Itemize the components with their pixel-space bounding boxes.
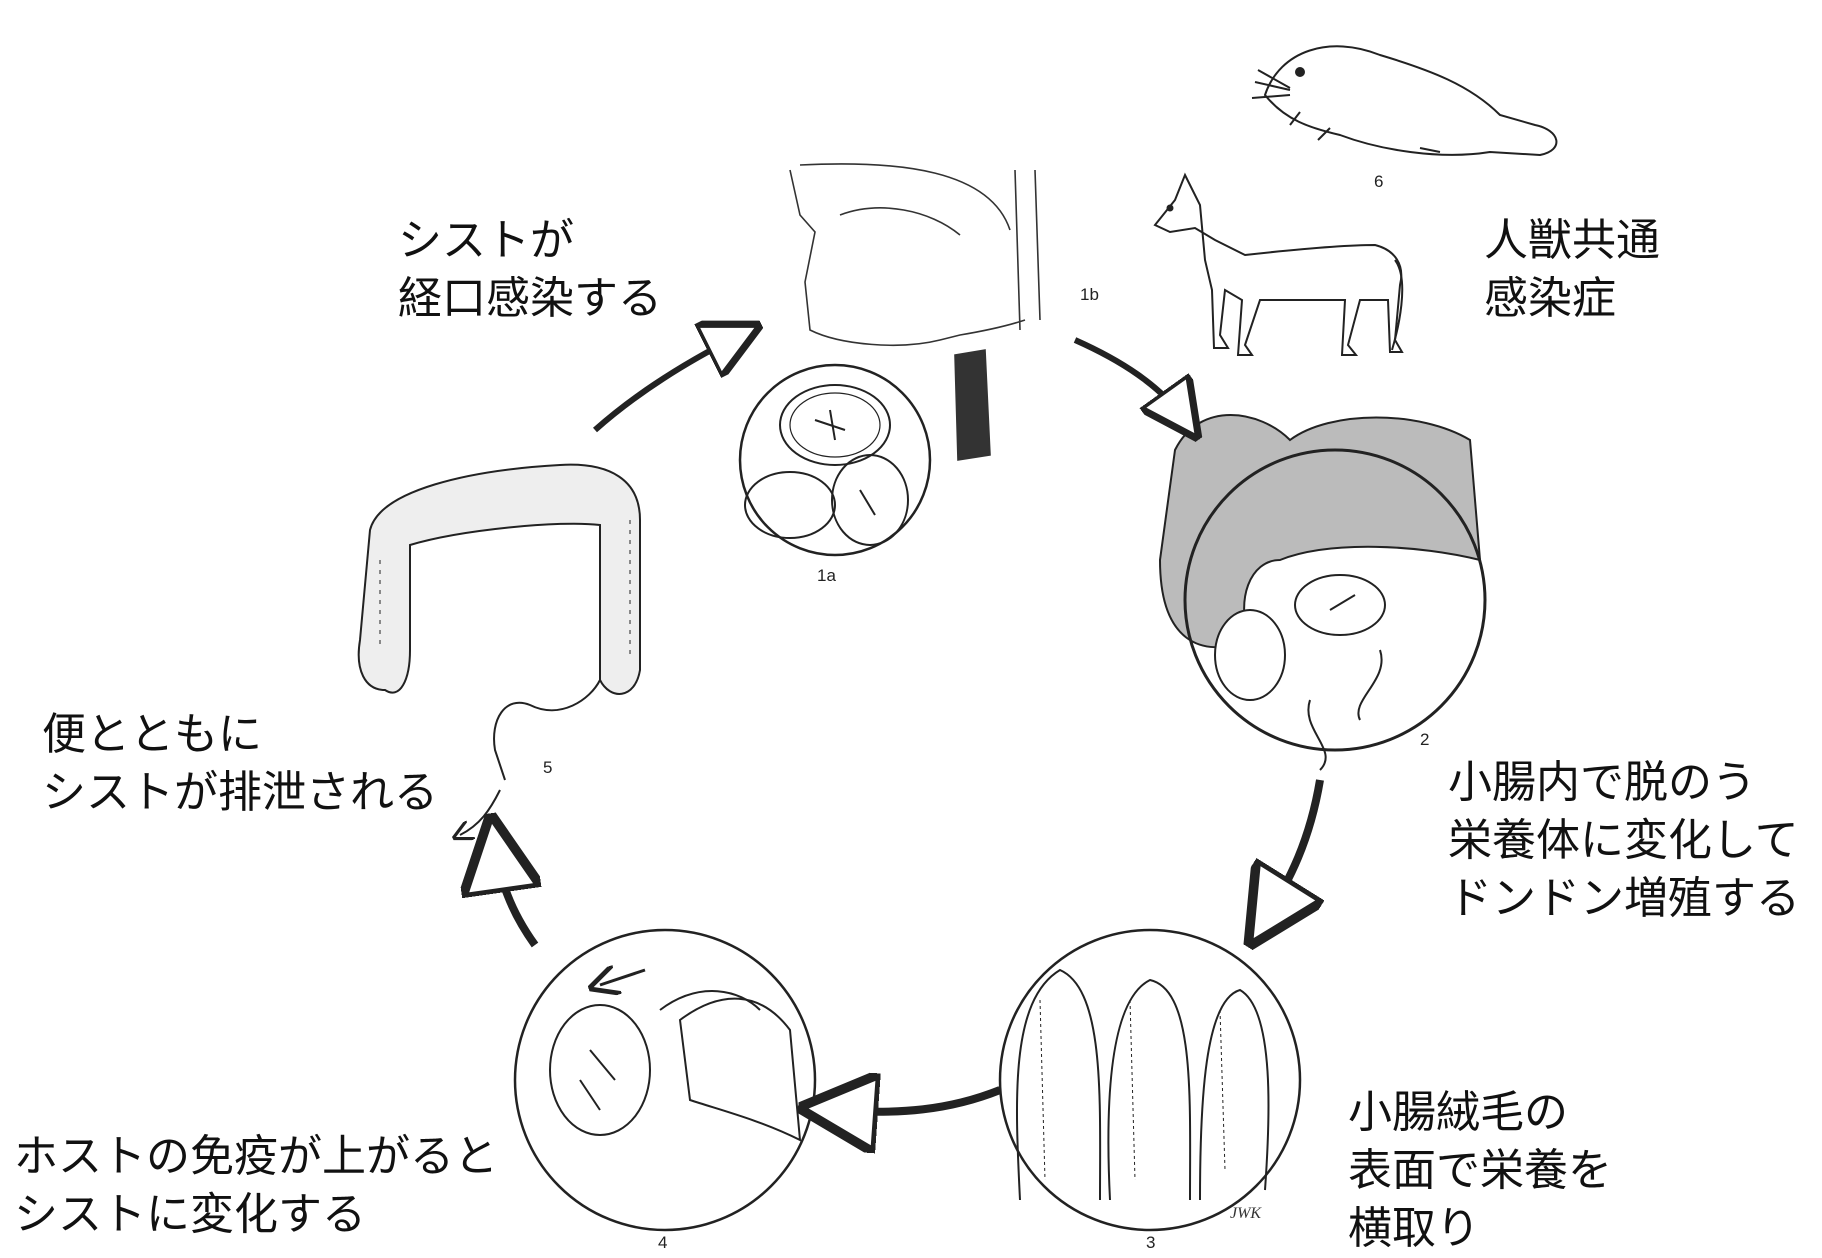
villi-inset-3 — [998, 928, 1302, 1232]
arrow-4-to-5 — [495, 845, 535, 948]
stage-number-1b: 1b — [1080, 285, 1099, 304]
stage-number-2: 2 — [1420, 730, 1430, 749]
cycle-arrows — [460, 335, 1320, 1112]
annotation-line: 経口感染する — [398, 273, 662, 324]
human-head-illustration — [789, 163, 1041, 461]
annotation-line: 小腸内で脱のう — [1448, 757, 1756, 808]
large-intestine-illustration-5 — [357, 463, 641, 781]
arrow-excretion — [460, 789, 501, 835]
annotation-villi: 小腸絨毛の 表面で栄養を 横取り — [1348, 1084, 1612, 1258]
annotation-line: ドンドン増殖する — [1448, 873, 1800, 924]
annotation-excretion: 便とともに シストが排泄される — [42, 706, 438, 822]
annotation-excystation: 小腸内で脱のう 栄養体に変化して ドンドン増殖する — [1448, 754, 1800, 928]
annotation-line: シストが排泄される — [42, 767, 438, 818]
beaver-illustration — [1251, 45, 1558, 157]
annotation-encystation: ホストの免疫が上がると シストに変化する — [14, 1128, 498, 1244]
annotation-line: 栄養体に変化して — [1448, 815, 1799, 866]
arrow-5-to-1a — [593, 335, 740, 433]
stage-number-3: 3 — [1146, 1233, 1156, 1252]
stage-number-4: 4 — [658, 1233, 668, 1252]
annotation-line: シストに変化する — [14, 1189, 366, 1240]
arrow-1b-to-2 — [1073, 337, 1185, 420]
annotation-zoonosis: 人獣共通 感染症 — [1484, 212, 1660, 328]
stage-number-5: 5 — [543, 758, 553, 777]
dog-illustration — [1153, 172, 1404, 356]
arrow-2-to-3 — [1265, 779, 1320, 920]
annotation-line: ホストの免疫が上がると — [14, 1131, 498, 1182]
small-intestine-inset-2 — [1158, 414, 1487, 771]
stage-number-1a: 1a — [817, 566, 836, 585]
cyst-inset-1a — [738, 363, 932, 557]
annotation-line: 横取り — [1348, 1203, 1480, 1254]
annotation-line: 人獣共通 — [1484, 215, 1660, 266]
annotation-line: 感染症 — [1484, 273, 1616, 324]
artist-signature: JWK — [1230, 1205, 1262, 1222]
encystation-inset-4 — [513, 928, 817, 1232]
arrow-3-to-4 — [830, 1090, 1002, 1112]
annotation-ingestion: シストが 経口感染する — [398, 212, 662, 328]
stage-number-6: 6 — [1374, 172, 1384, 191]
annotation-line: シストが — [398, 215, 574, 266]
annotation-line: 小腸絨毛の — [1348, 1087, 1568, 1138]
annotation-line: 表面で栄養を — [1348, 1145, 1612, 1196]
annotation-line: 便とともに — [42, 709, 262, 760]
